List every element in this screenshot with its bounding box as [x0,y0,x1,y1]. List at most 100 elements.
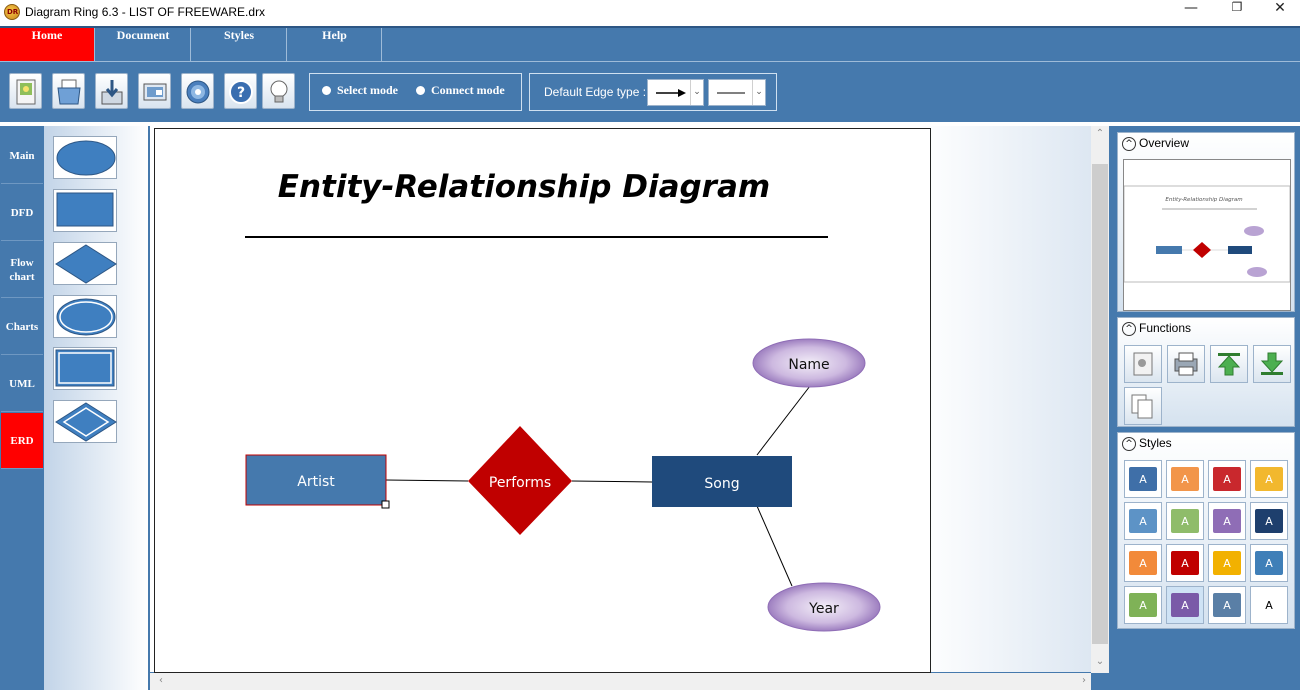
horizontal-scrollbar[interactable]: ‹ › [150,673,1091,690]
save-button[interactable] [95,73,128,109]
print-button[interactable] [1167,345,1205,383]
diagram-title[interactable]: Entity-Relationship Diagram [278,169,770,205]
shape-diamond[interactable] [53,242,117,285]
tab-document[interactable]: Document [96,28,191,61]
overview-thumbnail[interactable]: Entity-Relationship Diagram [1123,159,1291,311]
export-image-button[interactable] [138,73,171,109]
style-swatch-1[interactable]: A [1124,460,1162,498]
ribbon: Home Document Styles Help [0,26,1300,122]
maximize-button[interactable]: ❐ [1231,0,1243,14]
style-swatch-label: A [1129,593,1157,617]
tip-button[interactable] [262,73,295,109]
new-button[interactable] [9,73,42,109]
attribute-name[interactable] [752,338,866,388]
open-button[interactable] [52,73,85,109]
category-erd[interactable]: ERD [1,413,43,469]
style-swatch-14[interactable]: A [1166,586,1204,624]
style-swatch-label: A [1171,551,1199,575]
style-swatch-11[interactable]: A [1208,544,1246,582]
select-mode-radio[interactable] [322,86,331,95]
edge-arrow-select[interactable]: ⌄ [647,79,704,106]
close-button[interactable]: ✕ [1274,0,1286,16]
style-swatch-label: A [1171,593,1199,617]
diagram-page[interactable]: Entity-Relationship Diagram Artist Perfo… [154,128,931,673]
style-swatch-2[interactable]: A [1166,460,1204,498]
edge-performs-song[interactable] [571,480,653,483]
tab-styles[interactable]: Styles [192,28,287,61]
edge-artist-performs[interactable] [385,479,469,482]
entity-song[interactable] [652,456,792,507]
styles-header[interactable]: ^Styles [1122,436,1172,452]
plain-line-icon [717,92,745,94]
overview-header[interactable]: ^Overview [1122,136,1189,152]
tab-help[interactable]: Help [288,28,382,61]
collapse-icon[interactable]: ^ [1122,136,1136,151]
vertical-scroll-thumb[interactable] [1092,164,1108,644]
style-swatch-7[interactable]: A [1208,502,1246,540]
style-swatch-16[interactable]: A [1250,586,1288,624]
category-charts[interactable]: Charts [1,299,43,355]
style-swatch-5[interactable]: A [1124,502,1162,540]
save-icon [101,80,123,105]
scroll-up-icon[interactable]: ⌃ [1095,128,1105,139]
shape-palette [44,126,148,690]
diamond-shape-icon [55,244,117,284]
send-back-icon [1260,352,1284,375]
functions-section: ^Functions [1117,317,1295,427]
collapse-icon[interactable]: ^ [1122,321,1136,336]
category-uml[interactable]: UML [1,356,43,412]
style-swatch-label: A [1213,509,1241,533]
shape-double-rectangle[interactable] [53,347,117,390]
connect-mode-radio[interactable] [416,86,425,95]
collapse-icon[interactable]: ^ [1122,436,1136,451]
category-flow-chart[interactable]: Flow chart [1,242,43,298]
select-mode-label[interactable]: Select mode [337,83,398,97]
edge-song-name[interactable] [756,385,811,456]
web-button[interactable] [181,73,214,109]
functions-header[interactable]: ^Functions [1122,321,1191,337]
style-swatch-8[interactable]: A [1250,502,1288,540]
vertical-scrollbar[interactable]: ⌃ ⌄ [1091,126,1109,673]
attribute-year[interactable] [767,582,881,632]
category-main[interactable]: Main [1,128,43,184]
help-button[interactable]: ? [224,73,257,109]
style-swatch-4[interactable]: A [1250,460,1288,498]
style-swatch-3[interactable]: A [1208,460,1246,498]
shape-double-ellipse[interactable] [53,295,117,338]
edge-line-select[interactable]: ⌄ [708,79,766,106]
copy-button[interactable] [1124,387,1162,425]
minimize-button[interactable]: — [1184,0,1198,16]
scroll-left-icon[interactable]: ‹ [159,675,163,686]
resize-handle[interactable] [381,500,390,509]
chevron-down-icon: ⌄ [752,80,765,105]
canvas-background[interactable]: Entity-Relationship Diagram Artist Perfo… [150,126,1091,673]
style-swatch-13[interactable]: A [1124,586,1162,624]
overview-preview: Entity-Relationship Diagram [1123,185,1291,283]
style-swatch-15[interactable]: A [1208,586,1246,624]
tab-home[interactable]: Home [0,28,95,61]
style-swatch-label: A [1213,551,1241,575]
entity-artist[interactable] [245,454,387,506]
style-swatch-12[interactable]: A [1250,544,1288,582]
shape-double-diamond[interactable] [53,400,117,443]
style-swatch-6[interactable]: A [1166,502,1204,540]
style-swatch-9[interactable]: A [1124,544,1162,582]
scroll-right-icon[interactable]: › [1082,675,1086,686]
send-back-button[interactable] [1253,345,1291,383]
title-bar: DR Diagram Ring 6.3 - LIST OF FREEWARE.d… [0,0,1300,26]
attribute-name-label: Name [788,357,829,373]
properties-button[interactable] [1124,345,1162,383]
shape-rectangle[interactable] [53,189,117,232]
scroll-down-icon[interactable]: ⌄ [1095,656,1105,667]
shape-ellipse[interactable] [53,136,117,179]
style-swatch-label: A [1129,467,1157,491]
edge-song-year[interactable] [756,505,793,587]
diagram-canvas[interactable]: Entity-Relationship Diagram Artist Perfo… [155,129,932,674]
connect-mode-label[interactable]: Connect mode [431,83,505,97]
export-image-icon [143,83,167,101]
relationship-performs[interactable] [468,426,572,535]
style-swatch-10[interactable]: A [1166,544,1204,582]
bring-front-button[interactable] [1210,345,1248,383]
svg-text:?: ? [237,85,245,101]
category-dfd[interactable]: DFD [1,185,43,241]
